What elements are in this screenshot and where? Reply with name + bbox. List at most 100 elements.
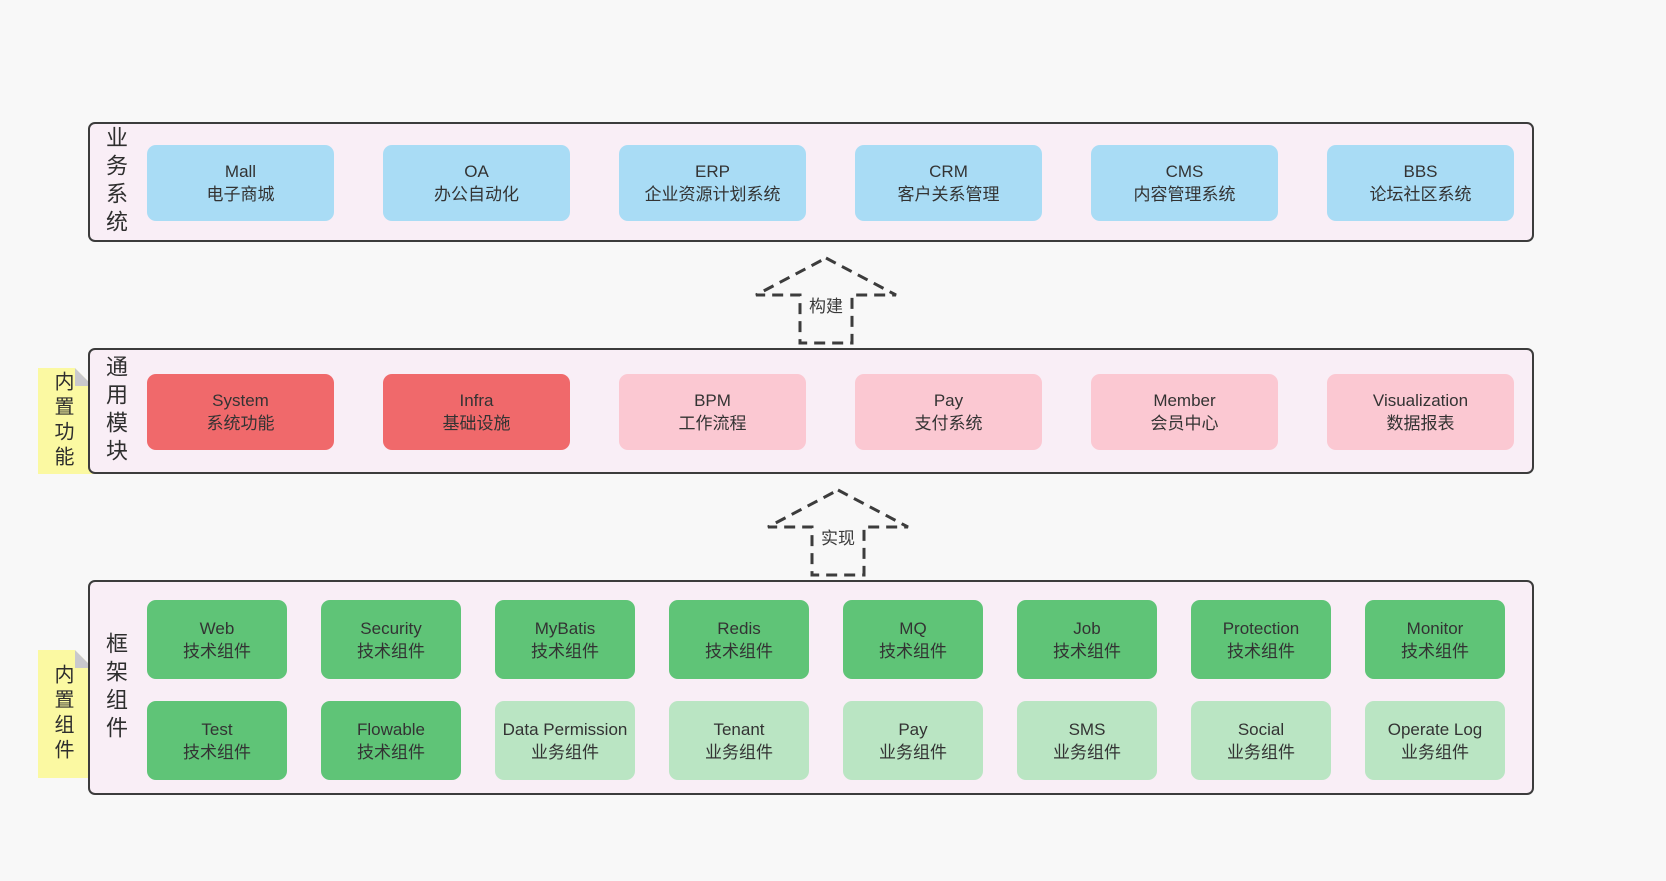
box-title: MQ [899, 618, 927, 638]
box-subtitle: 论坛社区系统 [1369, 185, 1472, 204]
business-system-box: CRM 客户关系管理 [855, 145, 1042, 221]
box-subtitle: 技术组件 [705, 641, 773, 661]
box-title: System [212, 391, 269, 410]
box-subtitle: 技术组件 [1401, 641, 1469, 661]
common-modules-panel: 通用模块 System 系统功能 Infra 基础设施 BPM 工作流程 Pay… [88, 348, 1534, 474]
box-title: Pay [898, 719, 928, 739]
box-title: Data Permission [502, 719, 628, 739]
box-title: Protection [1222, 618, 1300, 638]
box-title: Infra [459, 391, 494, 410]
box-subtitle: 数据报表 [1386, 414, 1455, 433]
box-title: OA [464, 162, 489, 181]
framework-component-box: Protection 技术组件 [1191, 600, 1331, 679]
box-subtitle: 内容管理系统 [1133, 185, 1236, 204]
sticky-note-label: 内置组件 [51, 664, 73, 764]
box-title: Mall [224, 162, 257, 181]
box-title: Operate Log [1387, 719, 1483, 739]
framework-component-box: Operate Log 业务组件 [1365, 701, 1505, 780]
business-systems-panel: 业务系统 Mall 电子商城 OA 办公自动化 ERP 企业资源计划系统 CRM… [88, 122, 1534, 242]
framework-box-row-2: Test 技术组件 Flowable 技术组件 Data Permission … [147, 701, 1505, 780]
framework-component-box: MQ 技术组件 [843, 600, 983, 679]
framework-component-box: MyBatis 技术组件 [495, 600, 635, 679]
box-title: Visualization [1372, 391, 1469, 410]
box-subtitle: 技术组件 [357, 641, 425, 661]
box-subtitle: 业务组件 [705, 742, 773, 762]
framework-component-box: Redis 技术组件 [669, 600, 809, 679]
framework-component-box: Security 技术组件 [321, 600, 461, 679]
box-subtitle: 客户关系管理 [897, 185, 1000, 204]
arrow-label: 构建 [806, 291, 846, 318]
box-title: CMS [1165, 162, 1204, 181]
box-subtitle: 支付系统 [914, 414, 983, 433]
framework-component-box: Monitor 技术组件 [1365, 600, 1505, 679]
module-box: Member 会员中心 [1091, 374, 1278, 450]
business-system-box: BBS 论坛社区系统 [1327, 145, 1514, 221]
box-subtitle: 技术组件 [183, 641, 251, 661]
business-system-box: OA 办公自动化 [383, 145, 570, 221]
box-subtitle: 业务组件 [1053, 742, 1121, 762]
framework-component-box: Data Permission 业务组件 [495, 701, 635, 780]
box-title: Member [1153, 391, 1216, 410]
box-title: Security [360, 618, 422, 638]
framework-component-box: Job 技术组件 [1017, 600, 1157, 679]
box-title: Test [201, 719, 233, 739]
box-subtitle: 技术组件 [183, 742, 251, 762]
box-title: Redis [717, 618, 761, 638]
dashed-up-arrow-icon [755, 256, 897, 345]
box-subtitle: 业务组件 [531, 742, 599, 762]
framework-components-panel: 框架组件 Web 技术组件 Security 技术组件 MyBatis 技术组件… [88, 580, 1534, 795]
module-box: Pay 支付系统 [855, 374, 1042, 450]
framework-component-box: Flowable 技术组件 [321, 701, 461, 780]
box-title: Monitor [1406, 618, 1464, 638]
box-title: Web [199, 618, 235, 638]
box-subtitle: 基础设施 [442, 414, 511, 433]
box-subtitle: 电子商城 [206, 185, 275, 204]
box-subtitle: 技术组件 [1053, 641, 1121, 661]
module-box: BPM 工作流程 [619, 374, 806, 450]
build-arrow: 构建 [751, 255, 901, 347]
module-box: Infra 基础设施 [383, 374, 570, 450]
box-title: ERP [695, 162, 730, 181]
box-title: CRM [929, 162, 968, 181]
box-subtitle: 业务组件 [1401, 742, 1469, 762]
box-title: BPM [694, 391, 731, 410]
module-box: System 系统功能 [147, 374, 334, 450]
sticky-note-built-in-components: 内置组件 [38, 650, 93, 778]
box-title: Tenant [713, 719, 765, 739]
arrow-label: 实现 [818, 523, 858, 550]
box-title: MyBatis [534, 618, 596, 638]
sticky-note-label: 内置功能 [51, 371, 73, 471]
box-subtitle: 技术组件 [531, 641, 599, 661]
business-system-box: CMS 内容管理系统 [1091, 145, 1278, 221]
box-subtitle: 办公自动化 [434, 185, 519, 204]
box-subtitle: 技术组件 [357, 742, 425, 762]
box-title: SMS [1068, 719, 1106, 739]
framework-component-box: Social 业务组件 [1191, 701, 1331, 780]
box-title: Pay [933, 391, 964, 410]
box-subtitle: 系统功能 [206, 414, 275, 433]
box-subtitle: 工作流程 [678, 414, 747, 433]
framework-component-box: Test 技术组件 [147, 701, 287, 780]
framework-component-box: Tenant 业务组件 [669, 701, 809, 780]
box-subtitle: 业务组件 [879, 742, 947, 762]
box-subtitle: 业务组件 [1227, 742, 1295, 762]
box-subtitle: 技术组件 [879, 641, 947, 661]
framework-component-box: SMS 业务组件 [1017, 701, 1157, 780]
panel-side-label: 业务系统 [103, 126, 128, 238]
modules-box-row: System 系统功能 Infra 基础设施 BPM 工作流程 Pay 支付系统… [147, 374, 1514, 450]
box-title: Job [1073, 618, 1101, 638]
dashed-up-arrow-icon [767, 488, 909, 577]
framework-component-box: Pay 业务组件 [843, 701, 983, 780]
box-subtitle: 技术组件 [1227, 641, 1295, 661]
framework-box-row-1: Web 技术组件 Security 技术组件 MyBatis 技术组件 Redi… [147, 600, 1505, 679]
panel-side-label: 通用模块 [103, 355, 128, 467]
business-system-box: Mall 电子商城 [147, 145, 334, 221]
sticky-note-built-in-features: 内置功能 [38, 368, 93, 474]
box-title: Social [1237, 719, 1285, 739]
implement-arrow: 实现 [763, 487, 913, 579]
framework-component-box: Web 技术组件 [147, 600, 287, 679]
business-box-row: Mall 电子商城 OA 办公自动化 ERP 企业资源计划系统 CRM 客户关系… [147, 145, 1514, 221]
module-box: Visualization 数据报表 [1327, 374, 1514, 450]
panel-side-label: 框架组件 [103, 631, 128, 744]
